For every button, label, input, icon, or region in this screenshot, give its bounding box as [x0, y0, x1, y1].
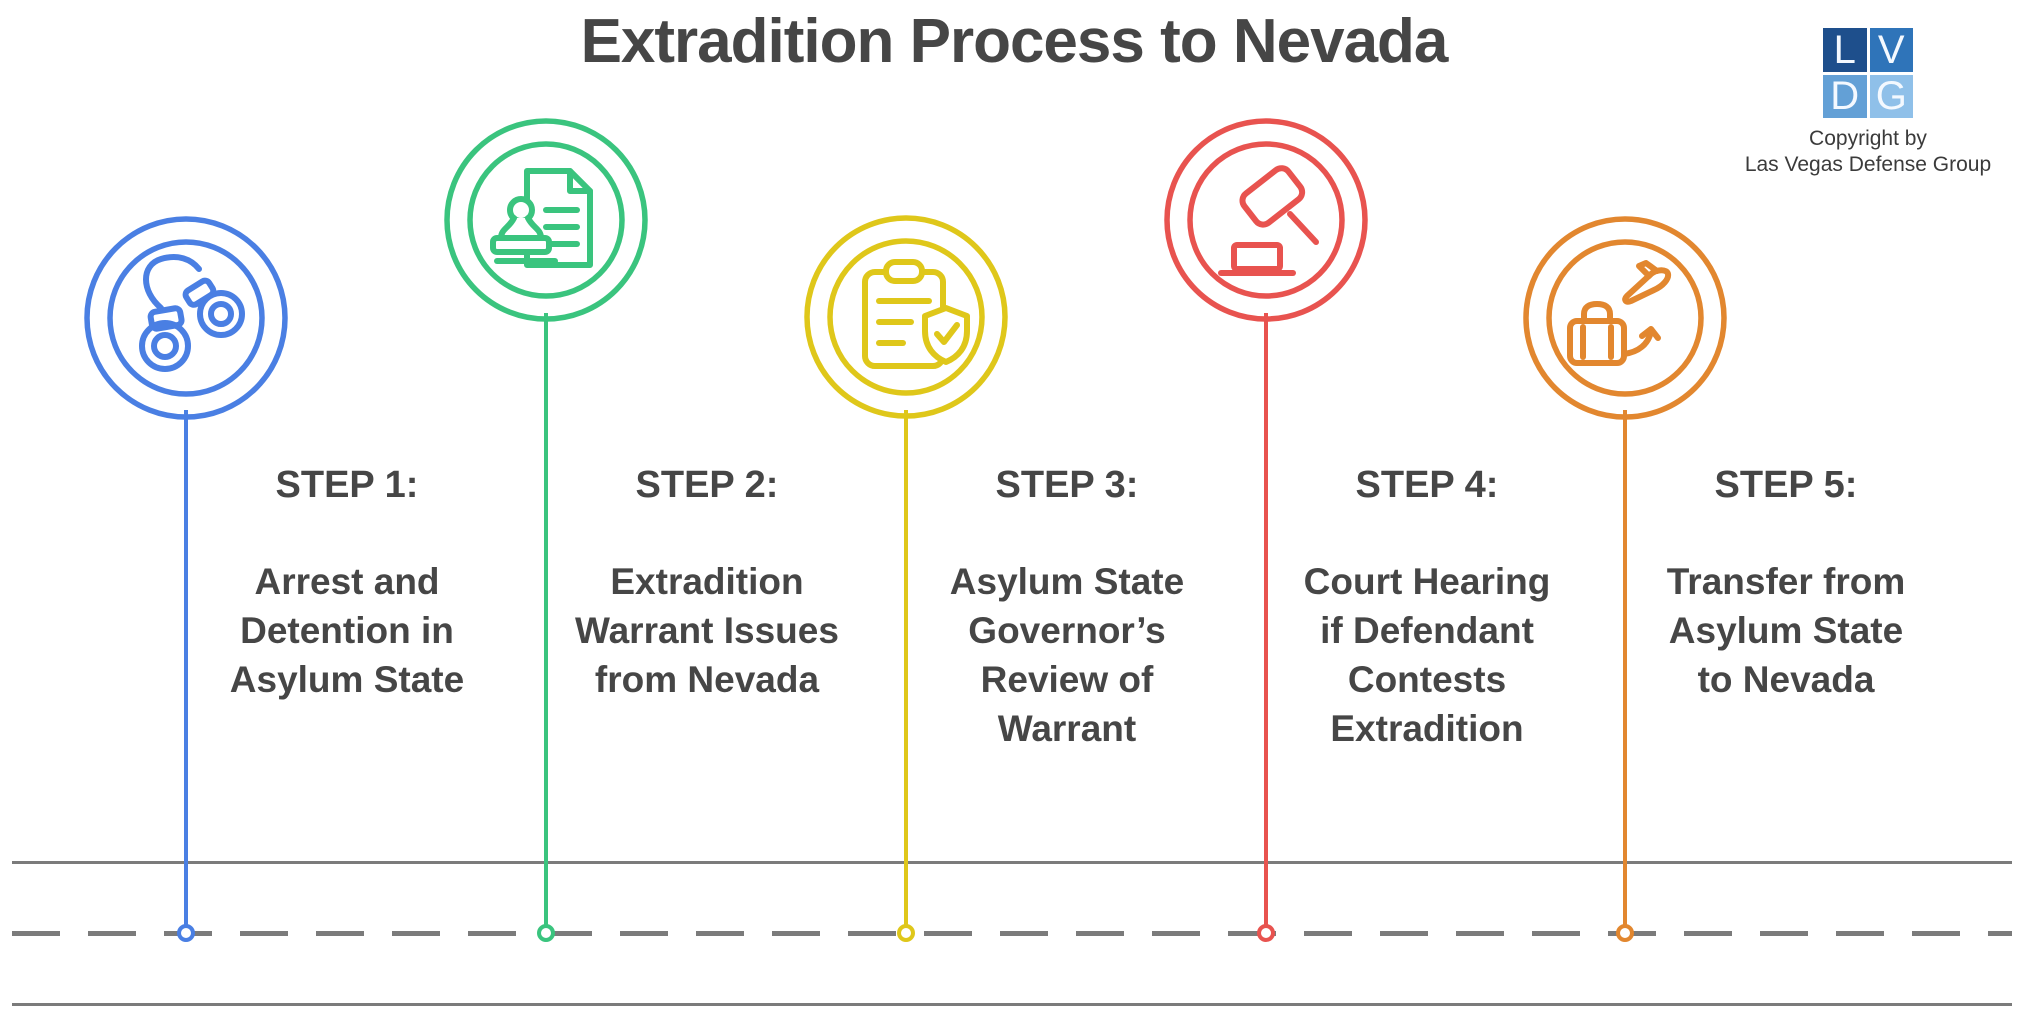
copyright-line1: Copyright by	[1809, 127, 1927, 150]
road-center-dashed-line	[12, 931, 2012, 936]
logo-letter-g: G	[1869, 74, 1913, 118]
step-3-line: Review of	[980, 659, 1154, 700]
road-bottom-line	[12, 1003, 2012, 1006]
lvdg-logo: L V D G	[1823, 28, 1913, 118]
brand-block: L V D G Copyright by Las Vegas Defense G…	[1718, 28, 2018, 178]
step-3-line: Warrant	[997, 708, 1137, 749]
copyright-line2: Las Vegas Defense Group	[1744, 153, 1992, 176]
road-top-line	[12, 861, 2012, 864]
luggage-plane-icon	[1523, 216, 1727, 420]
step-4-stem	[1264, 313, 1268, 926]
step-4-line: Court Hearing	[1303, 561, 1551, 602]
step-4-line: if Defendant	[1320, 610, 1534, 651]
copyright-caption: Copyright by Las Vegas Defense Group	[1718, 126, 2018, 178]
step-1-line: Arrest and	[254, 561, 440, 602]
step-4-line: Extradition	[1330, 708, 1524, 749]
gavel-icon	[1164, 118, 1368, 322]
logo-letter-v: V	[1869, 28, 1913, 72]
step-1-label: STEP 1:	[275, 464, 419, 506]
step-5-text: STEP 5: Transfer from Asylum State to Ne…	[1601, 464, 1971, 704]
step-5-label: STEP 5:	[1714, 464, 1858, 506]
step-5-line: Transfer from	[1666, 561, 1906, 602]
step-2-line: Warrant Issues	[575, 610, 839, 651]
step-3-line: Asylum State	[949, 561, 1185, 602]
step-2-text: STEP 2: Extradition Warrant Issues from …	[522, 464, 892, 704]
step-4-text: STEP 4: Court Hearing if Defendant Conte…	[1242, 464, 1612, 753]
step-1-road-marker	[177, 924, 195, 942]
step-1-line: Asylum State	[229, 659, 465, 700]
step-2-line: from Nevada	[594, 659, 820, 700]
step-2-label: STEP 2:	[635, 464, 779, 506]
page-title: Extradition Process to Nevada	[580, 7, 1449, 76]
step-5-road-marker	[1616, 924, 1634, 942]
step-4-label: STEP 4:	[1355, 464, 1499, 506]
stamped-document-icon	[444, 118, 648, 322]
step-2-line: Extradition	[610, 561, 804, 602]
logo-letter-d: D	[1823, 74, 1867, 118]
handcuffs-icon	[84, 216, 288, 420]
step-2-road-marker	[537, 924, 555, 942]
step-4-road-marker	[1257, 924, 1275, 942]
step-3-text: STEP 3: Asylum State Governor’s Review o…	[882, 464, 1252, 753]
step-2-stem	[544, 313, 548, 926]
step-1-text: STEP 1: Arrest and Detention in Asylum S…	[162, 464, 532, 704]
step-3-line: Governor’s	[968, 610, 1166, 651]
clipboard-shield-check-icon	[804, 215, 1008, 419]
step-5-line: to Nevada	[1697, 659, 1875, 700]
step-5-line: Asylum State	[1668, 610, 1904, 651]
step-1-line: Detention in	[240, 610, 454, 651]
step-3-stem	[904, 410, 908, 926]
step-1-stem	[184, 410, 188, 926]
step-5-stem	[1623, 410, 1627, 926]
logo-letter-l: L	[1823, 28, 1867, 72]
step-4-line: Contests	[1347, 659, 1507, 700]
step-3-label: STEP 3:	[995, 464, 1139, 506]
step-3-road-marker	[897, 924, 915, 942]
